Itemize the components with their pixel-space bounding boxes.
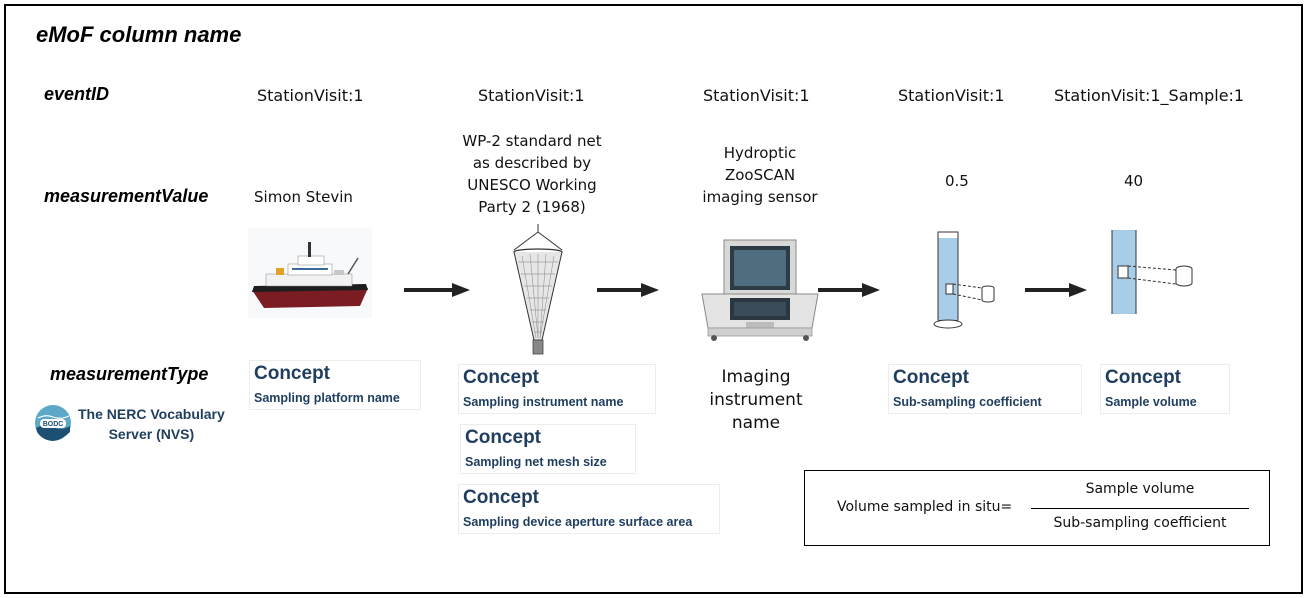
- svg-text:BODC: BODC: [43, 421, 64, 428]
- nerc-vocabulary-label: The NERC Vocabulary Server (NVS): [78, 404, 225, 444]
- arrow-right-icon: [1025, 283, 1087, 297]
- concept-heading: Concept: [254, 363, 330, 384]
- row-label-measurement-type: measurementType: [50, 364, 209, 384]
- value-instrument-line: as described by: [472, 154, 592, 172]
- value-subsampling: 0.5: [945, 172, 969, 190]
- value-imaging: Hydroptic ZooSCAN imaging sensor: [690, 142, 830, 208]
- event-id-sample: StationVisit:1_Sample:1: [1054, 86, 1245, 105]
- value-instrument: WP-2 standard net as described by UNESCO…: [432, 130, 632, 218]
- nerc-line-2: Server (NVS): [108, 426, 195, 442]
- zooscan-scanner-icon: [701, 239, 819, 341]
- diagram-title: eMoF column name: [36, 22, 242, 47]
- concept-label: Sampling platform name: [254, 391, 400, 405]
- sample-volume-icon: [1111, 230, 1193, 314]
- research-vessel-icon: [248, 228, 372, 318]
- concept-card-mesh-size[interactable]: Concept Sampling net mesh size: [460, 424, 636, 474]
- concept-heading: Concept: [465, 427, 541, 448]
- value-sample: 40: [1124, 172, 1144, 190]
- formula-denominator: Sub-sampling coefficient: [1053, 515, 1227, 531]
- measuring-cylinder-icon: [933, 231, 995, 329]
- concept-label: Sampling device aperture surface area: [463, 515, 693, 529]
- concept-label: Sampling net mesh size: [465, 455, 607, 469]
- concept-label: Sampling instrument name: [463, 395, 624, 409]
- concept-heading: Concept: [463, 487, 539, 508]
- value-platform: Simon Stevin: [254, 188, 353, 206]
- concept-label: Sample volume: [1105, 395, 1197, 409]
- concept-heading: Concept: [1105, 367, 1181, 388]
- imaging-instrument-type: Imaging instrument name: [700, 366, 812, 435]
- concept-card-instrument[interactable]: Concept Sampling instrument name: [458, 364, 656, 414]
- event-id-instrument: StationVisit:1: [478, 86, 585, 105]
- concept-card-subsampling[interactable]: Concept Sub-sampling coefficient: [888, 364, 1082, 414]
- formula-fraction-bar: [1031, 508, 1249, 509]
- plankton-net-icon: [513, 224, 563, 355]
- value-imaging-line: imaging sensor: [702, 188, 818, 206]
- arrow-right-icon: [597, 283, 659, 297]
- concept-heading: Concept: [463, 367, 539, 388]
- nerc-line-1: The NERC Vocabulary: [78, 406, 225, 422]
- formula-numerator: Sample volume: [1085, 481, 1195, 497]
- concept-label: Sub-sampling coefficient: [893, 395, 1042, 409]
- event-id-platform: StationVisit:1: [257, 86, 364, 105]
- bodc-logo-icon: BODC: [35, 405, 71, 441]
- value-imaging-line: ZooSCAN: [724, 166, 796, 184]
- formula-lhs: Volume sampled in situ=: [837, 499, 1013, 515]
- concept-card-sample-volume[interactable]: Concept Sample volume: [1100, 364, 1230, 414]
- imaging-type-line: instrument: [709, 390, 803, 410]
- concept-card-platform[interactable]: Concept Sampling platform name: [249, 360, 421, 410]
- concept-card-aperture[interactable]: Concept Sampling device aperture surface…: [458, 484, 720, 534]
- arrow-right-icon: [818, 283, 880, 297]
- value-instrument-line: UNESCO Working: [467, 176, 597, 194]
- value-imaging-line: Hydroptic: [723, 144, 797, 162]
- value-instrument-line: Party 2 (1968): [478, 198, 586, 216]
- imaging-type-line: name: [731, 413, 781, 433]
- row-label-event-id: eventID: [44, 84, 110, 104]
- row-label-measurement-value: measurementValue: [44, 186, 209, 206]
- arrow-right-icon: [404, 283, 470, 297]
- diagram-frame: [4, 4, 1303, 594]
- imaging-type-line: Imaging: [721, 367, 791, 387]
- event-id-subsampling: StationVisit:1: [898, 86, 1005, 105]
- event-id-imaging: StationVisit:1: [703, 86, 810, 105]
- value-instrument-line: WP-2 standard net: [462, 132, 602, 150]
- volume-formula-box: Volume sampled in situ= Sample volume Su…: [804, 470, 1270, 546]
- concept-heading: Concept: [893, 367, 969, 388]
